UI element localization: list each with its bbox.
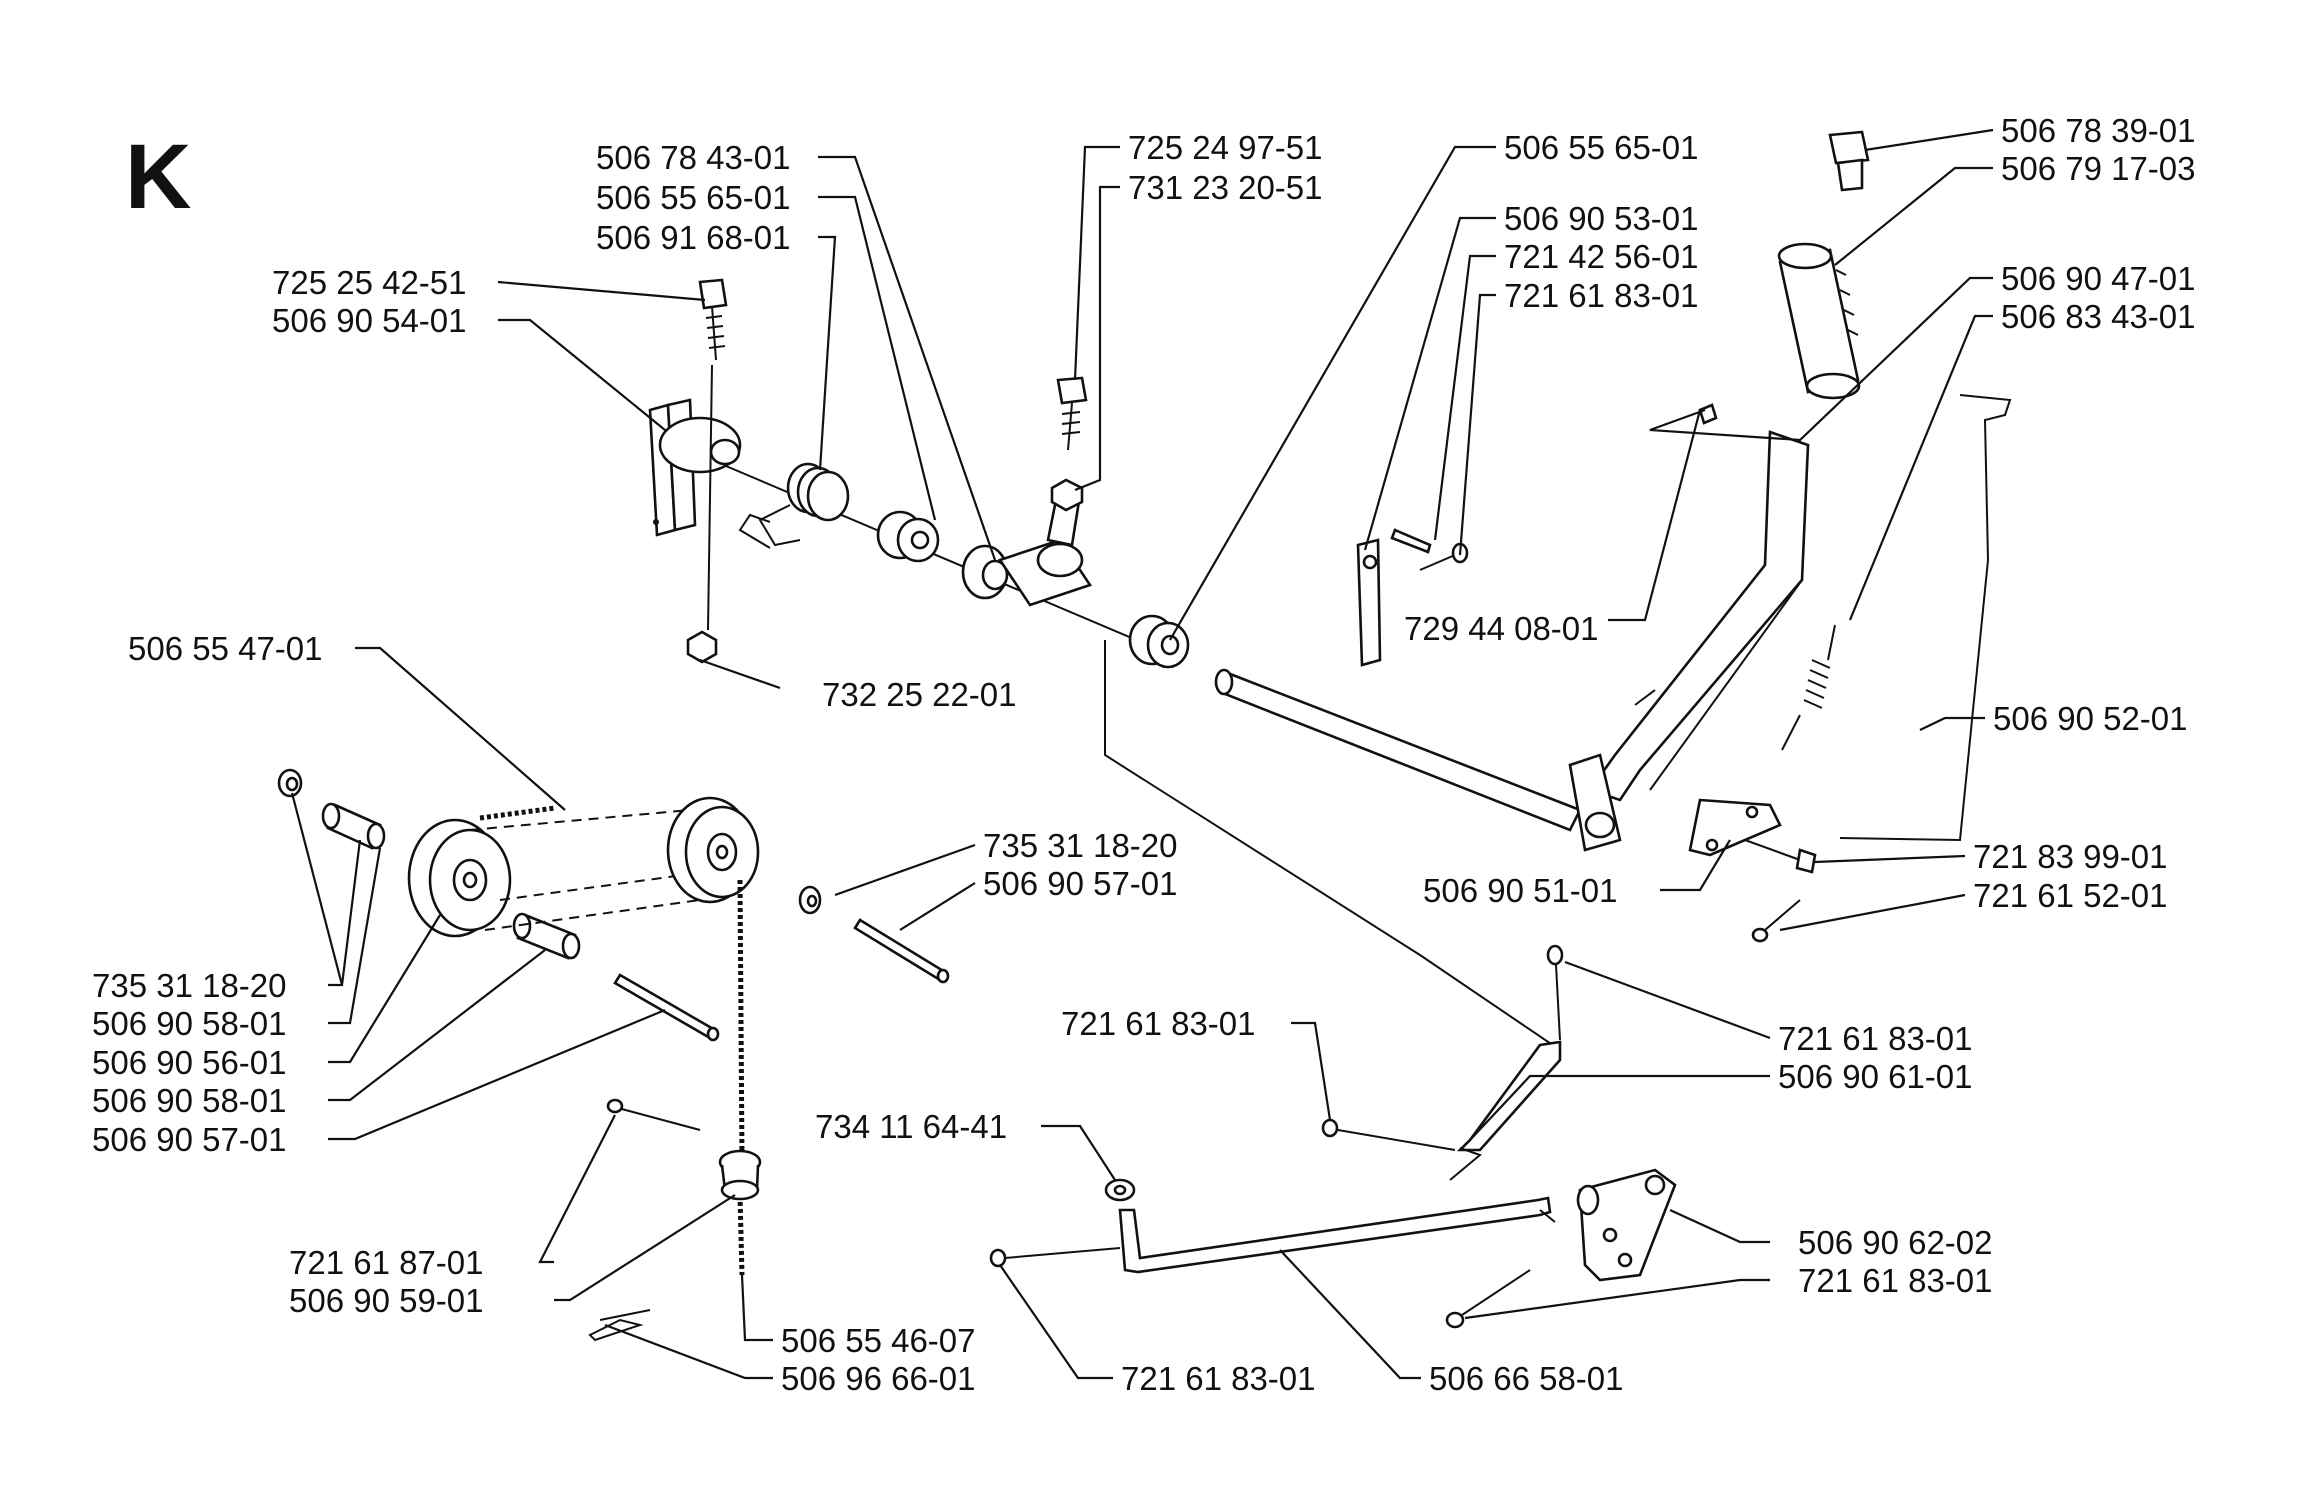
knob-506-78-39-01 [1828, 130, 1870, 192]
washer-506-78-43-01 [961, 544, 1009, 600]
spring-506-91-68-01 [738, 462, 850, 549]
bracket-506-90-51-01 [1688, 798, 1782, 857]
section-letter: K [125, 126, 191, 228]
washer-735-31-18-20-left [277, 768, 303, 798]
label-506-90-52-01: 506 90 52-01 [1993, 700, 2188, 737]
pulley-506-90-56-01 [407, 818, 512, 938]
label-506-66-58-01: 506 66 58-01 [1429, 1360, 1624, 1397]
label-725-24-97-51: 725 24 97-51 [1128, 129, 1323, 166]
screw-small [1698, 403, 1718, 425]
label-721-61-87-01: 721 61 87-01 [289, 1244, 484, 1281]
bolt-725-25-42-51 [698, 278, 728, 361]
cotter-pin-721-61-83-01-lower-left [989, 1247, 1121, 1268]
label-506-90-57-01-right: 506 90 57-01 [983, 865, 1178, 902]
belt [469, 809, 721, 931]
spacer-506-90-58-01-lower [512, 912, 581, 960]
chain-lower [737, 1194, 745, 1276]
washer-735-31-18-20-right [798, 885, 822, 915]
label-721-61-83-01-top: 721 61 83-01 [1504, 277, 1699, 314]
leader-lines [290, 128, 1994, 1380]
bracket-506-90-54-01 [648, 398, 742, 537]
label-506-90-54-01: 506 90 54-01 [272, 302, 467, 339]
chain-506-55-46-07 [737, 879, 745, 1161]
label-506-90-56-01: 506 90 56-01 [92, 1044, 287, 1081]
pin-506-90-57-01-lower [613, 973, 720, 1042]
label-721-61-83-01-mid-right: 721 61 83-01 [1778, 1020, 1973, 1057]
cotter-pin-721-61-83-01-lower-right [1445, 1269, 1531, 1329]
cotter-pin-721-61-83-01-rod-upper [1546, 944, 1564, 1041]
label-721-61-83-01-lower-right: 721 61 83-01 [1798, 1262, 1993, 1299]
spacer-506-90-58-01-upper [321, 802, 386, 850]
label-721-42-56-01: 721 42 56-01 [1504, 238, 1699, 275]
label-725-25-42-51: 725 25 42-51 [272, 264, 467, 301]
bolt-721-83-99-01 [1744, 839, 1817, 874]
label-735-31-18-20-left: 735 31 18-20 [92, 967, 287, 1004]
rod-506-83-43-01 [1839, 394, 2012, 842]
label-506-90-61-01: 506 90 61-01 [1778, 1058, 1973, 1095]
rod-506-66-58-01 [1118, 1196, 1556, 1274]
label-729-44-08-01: 729 44 08-01 [1404, 610, 1599, 647]
pulley-506-90-59-01 [718, 1149, 762, 1201]
grip-506-79-17-03 [1777, 242, 1861, 400]
label-506-90-58-01-b: 506 90 58-01 [92, 1082, 287, 1119]
screw-725-24-97-51 [1050, 376, 1088, 512]
cotter-pin-721-61-83-01-rod-left [1321, 1118, 1456, 1151]
label-506-90-62-02: 506 90 62-02 [1798, 1224, 1993, 1261]
label-506-90-53-01: 506 90 53-01 [1504, 200, 1699, 237]
pin-721-61-87-01 [606, 1098, 701, 1131]
label-731-23-20-51: 731 23 20-51 [1128, 169, 1323, 206]
label-506-83-43-01: 506 83 43-01 [2001, 298, 2196, 335]
label-506-55-65-01-right: 506 55 65-01 [1504, 129, 1699, 166]
plate-506-90-62-02 [1576, 1168, 1677, 1282]
label-506-90-51-01: 506 90 51-01 [1423, 872, 1618, 909]
lever-arm [1568, 430, 1810, 852]
pin-721-42-56-01 [1390, 528, 1432, 554]
bushing-506-55-65-01-right [1128, 614, 1190, 669]
label-732-25-22-01: 732 25 22-01 [822, 676, 1017, 713]
part-labels: 506 78 43-01 506 55 65-01 506 91 68-01 7… [92, 112, 2196, 1397]
washer-734-11-64-41 [1104, 1178, 1136, 1202]
cotter-pin-721-61-52-01 [1751, 899, 1801, 943]
label-506-90-59-01: 506 90 59-01 [289, 1282, 484, 1319]
pin-506-90-57-01-right [853, 918, 950, 984]
shaft [1214, 668, 1582, 832]
label-506-78-43-01: 506 78 43-01 [596, 139, 791, 176]
spring-506-90-47-01 [1781, 624, 1836, 751]
plate-506-90-53-01 [1356, 538, 1382, 667]
label-734-11-64-41: 734 11 64-41 [815, 1108, 1007, 1145]
label-506-78-39-01: 506 78 39-01 [2001, 112, 2196, 149]
label-735-31-18-20-right: 735 31 18-20 [983, 827, 1178, 864]
chain-506-55-47-01 [479, 805, 556, 821]
label-506-90-58-01-a: 506 90 58-01 [92, 1005, 287, 1042]
label-506-96-66-01: 506 96 66-01 [781, 1360, 976, 1397]
label-721-83-99-01: 721 83 99-01 [1973, 838, 2168, 875]
label-506-91-68-01: 506 91 68-01 [596, 219, 791, 256]
nut-732-25-22-01 [686, 630, 718, 664]
label-506-55-46-07: 506 55 46-07 [781, 1322, 976, 1359]
bushing-506-55-65-01 [876, 510, 940, 563]
label-721-61-83-01-mid-left: 721 61 83-01 [1061, 1005, 1256, 1042]
label-721-61-52-01: 721 61 52-01 [1973, 877, 2168, 914]
clip-506-96-66-01 [588, 1309, 651, 1342]
label-506-55-47-01: 506 55 47-01 [128, 630, 323, 667]
label-506-90-47-01: 506 90 47-01 [2001, 260, 2196, 297]
label-506-55-65-01: 506 55 65-01 [596, 179, 791, 216]
parts-drawing [277, 130, 2012, 1342]
pulley-upper [666, 796, 760, 904]
label-506-90-57-01-left: 506 90 57-01 [92, 1121, 287, 1158]
label-506-79-17-03: 506 79 17-03 [2001, 150, 2196, 187]
label-721-61-83-01-bottom: 721 61 83-01 [1121, 1360, 1316, 1397]
